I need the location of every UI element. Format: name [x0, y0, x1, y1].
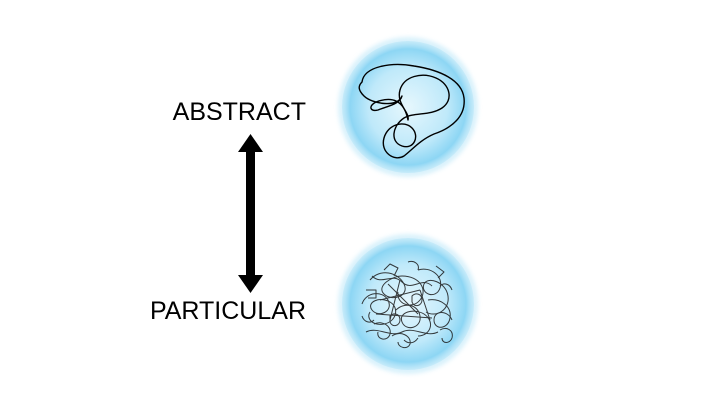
dense-scribble	[361, 261, 453, 349]
particular-orb	[338, 234, 478, 374]
particular-label: PARTICULAR	[149, 297, 306, 325]
abstract-label: ABSTRACT	[172, 98, 306, 126]
simple-scribble	[358, 63, 465, 159]
double-arrow	[238, 134, 263, 293]
abstract-orb	[338, 37, 478, 177]
